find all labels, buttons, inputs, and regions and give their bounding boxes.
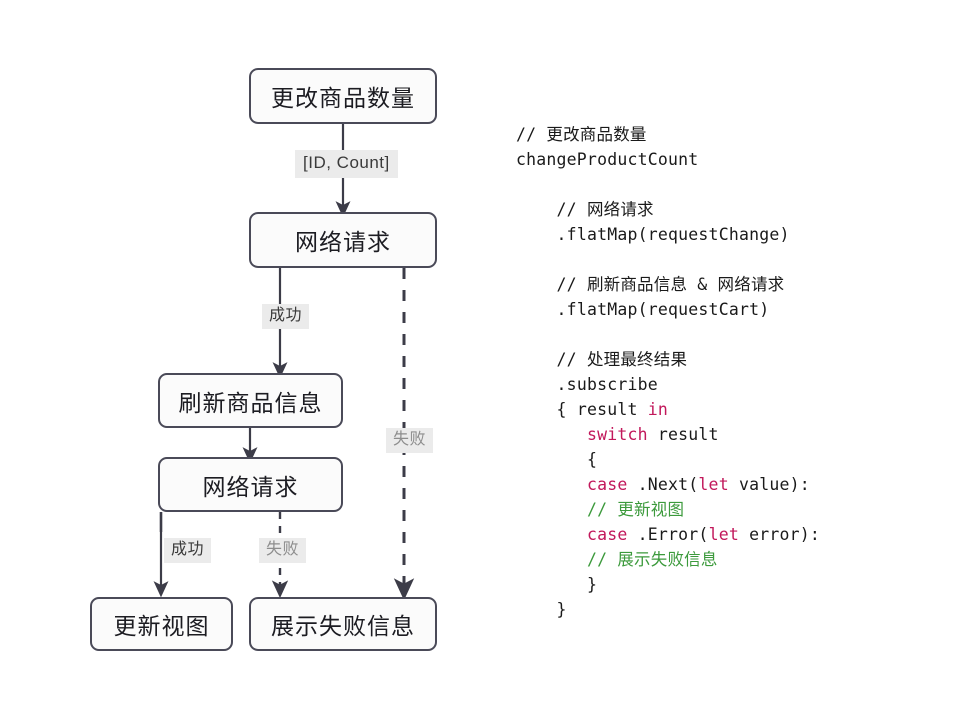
edge-label-success-1: 成功 bbox=[262, 304, 310, 329]
code-line: case .Error(let error): bbox=[516, 522, 936, 547]
code-line: // 更改商品数量 bbox=[516, 122, 936, 147]
code-line: } bbox=[516, 597, 936, 622]
code-line: { result in bbox=[516, 397, 936, 422]
code-blank-line bbox=[516, 247, 936, 272]
code-token: switch bbox=[586, 425, 648, 444]
node-update-view[interactable]: 更新视图 bbox=[90, 597, 233, 651]
code-token: case bbox=[586, 525, 628, 544]
code-token: { result bbox=[556, 400, 648, 419]
code-line: changeProductCount bbox=[516, 147, 936, 172]
code-blank-line bbox=[516, 172, 936, 197]
code-line: { bbox=[516, 447, 936, 472]
node-label: 网络请求 bbox=[202, 473, 299, 500]
node-network-request-1[interactable]: 网络请求 bbox=[249, 212, 437, 268]
code-token: value): bbox=[728, 475, 810, 494]
code-token: .flatMap(requestChange) bbox=[556, 225, 790, 244]
code-token: // 更新视图 bbox=[586, 500, 685, 519]
node-label: 刷新商品信息 bbox=[178, 389, 323, 416]
code-line: // 展示失败信息 bbox=[516, 547, 936, 572]
code-line: switch result bbox=[516, 422, 936, 447]
node-label: 展示失败信息 bbox=[271, 613, 415, 639]
code-token: in bbox=[647, 400, 669, 419]
code-token: .Next( bbox=[627, 475, 699, 494]
code-line: } bbox=[516, 572, 936, 597]
code-token: // 网络请求 bbox=[556, 200, 654, 219]
code-token: // 刷新商品信息 & 网络请求 bbox=[556, 275, 785, 294]
code-line: // 网络请求 bbox=[516, 197, 936, 222]
node-label: 更新视图 bbox=[113, 613, 210, 639]
code-line: .flatMap(requestChange) bbox=[516, 222, 936, 247]
code-block: // 更改商品数量 changeProductCount // 网络请求 .fla… bbox=[516, 122, 936, 622]
code-token: // 展示失败信息 bbox=[586, 550, 718, 569]
code-token: result bbox=[647, 425, 719, 444]
edge-label-failure-2: 失败 bbox=[259, 538, 307, 563]
code-token: error): bbox=[738, 525, 821, 544]
node-show-failure-info[interactable]: 展示失败信息 bbox=[249, 597, 437, 651]
node-label: 网络请求 bbox=[295, 229, 391, 255]
code-token: // 更改商品数量 bbox=[516, 125, 647, 144]
code-token: .Error( bbox=[627, 525, 709, 544]
code-token: .flatMap(requestCart) bbox=[556, 300, 770, 319]
code-token: .subscribe bbox=[556, 375, 658, 394]
code-line: .subscribe bbox=[516, 372, 936, 397]
edge-label-success-2: 成功 bbox=[164, 538, 212, 563]
node-label: 更改商品数量 bbox=[271, 85, 415, 111]
code-line: // 更新视图 bbox=[516, 497, 936, 522]
code-blank-line bbox=[516, 322, 936, 347]
node-change-product-count[interactable]: 更改商品数量 bbox=[249, 68, 437, 124]
code-token: let bbox=[698, 475, 729, 494]
code-token: case bbox=[586, 475, 628, 494]
code-token: } bbox=[586, 575, 598, 594]
code-token: } bbox=[556, 600, 567, 619]
code-token: // 处理最终结果 bbox=[556, 350, 688, 369]
code-token: changeProductCount bbox=[516, 150, 699, 169]
code-token: let bbox=[708, 525, 739, 544]
code-line: // 刷新商品信息 & 网络请求 bbox=[516, 272, 936, 297]
code-line: .flatMap(requestCart) bbox=[516, 297, 936, 322]
node-refresh-product-info[interactable]: 刷新商品信息 bbox=[158, 373, 343, 428]
edge-label-id-count: [ID, Count] bbox=[295, 150, 398, 178]
code-line: case .Next(let value): bbox=[516, 472, 936, 497]
code-line: // 处理最终结果 bbox=[516, 347, 936, 372]
code-token: { bbox=[586, 450, 598, 469]
edge-label-failure-main: 失败 bbox=[386, 428, 434, 453]
node-network-request-2[interactable]: 网络请求 bbox=[158, 457, 343, 512]
